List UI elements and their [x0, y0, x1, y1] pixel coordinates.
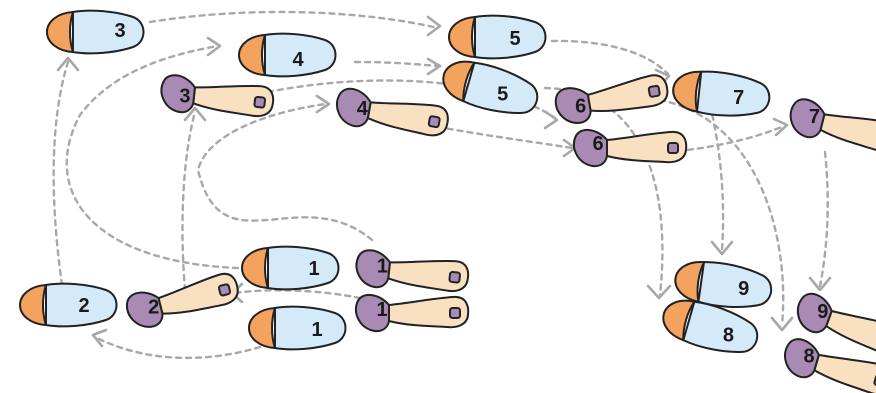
footprints: 1 1 2 3 4 5 5 7 9 8 1 1 2 3 4 6 6 7 9 8 [19, 9, 876, 393]
follower-step-6b: 6 [572, 128, 688, 168]
leader-step-2: 2 [19, 282, 118, 328]
follower-step-6a: 6 [552, 70, 672, 128]
leader-step-8: 8 [656, 292, 764, 362]
step-number: 1 [377, 256, 388, 278]
path-follower-6-to-8 [658, 98, 785, 327]
path-leader-1-to-2 [93, 335, 262, 360]
path-arrowheads [56, 15, 832, 348]
step-number: 4 [357, 98, 369, 120]
arrowhead-leader-8 [646, 284, 672, 300]
step-number: 9 [738, 278, 749, 300]
step-number: 1 [311, 319, 322, 341]
leader-step-5b: 5 [436, 53, 544, 123]
step-number: 2 [148, 297, 159, 319]
arrowhead-follower-7 [772, 117, 789, 137]
path-follower-2-to-3 [181, 110, 197, 292]
arrowhead-follower-4 [315, 94, 331, 114]
leader-step-5a: 5 [448, 14, 547, 60]
step-number: 5 [509, 28, 520, 50]
step-number: 8 [804, 345, 815, 367]
step-number: 7 [733, 87, 744, 109]
step-number: 1 [376, 299, 387, 321]
leader-step-3: 3 [46, 9, 145, 55]
follower-step-4: 4 [332, 85, 452, 143]
step-number: 3 [179, 85, 190, 107]
arrowhead-leader-9 [710, 240, 734, 256]
leader-step-4: 4 [238, 32, 337, 78]
arrowhead-follower-8 [770, 316, 794, 332]
arrowhead-leader-4 [206, 36, 222, 57]
movement-paths [52, 10, 829, 360]
arrowhead-leader-5a [426, 15, 442, 37]
leader-step-9: 9 [671, 256, 776, 314]
arrowhead-leader-3 [56, 56, 80, 72]
follower-step-2: 2 [123, 268, 243, 333]
path-leader-5-to-7 [550, 39, 670, 76]
step-number: 7 [809, 106, 820, 128]
path-leader-2-to-3 [52, 60, 70, 287]
step-number: 6 [592, 133, 603, 155]
follower-step-3: 3 [158, 72, 276, 123]
path-follower-7-to-9 [818, 150, 829, 288]
step-number: 4 [292, 49, 304, 71]
path-follower-1-to-4 [196, 102, 374, 242]
arrowhead-follower-3 [183, 106, 207, 122]
path-follower-4-to-6 [426, 123, 574, 150]
arrowhead-leader-2 [91, 328, 108, 348]
step-number: 5 [497, 84, 508, 106]
step-number: 6 [575, 95, 586, 117]
path-leader-7-to-9 [708, 103, 725, 252]
path-leader-4-to-5 [353, 60, 440, 68]
path-follower-1-to-2 [233, 289, 362, 300]
step-number: 3 [114, 20, 125, 42]
arrowhead-follower-9 [808, 276, 832, 292]
follower-step-1b: 1 [354, 293, 470, 333]
path-leader-3-to-5 [148, 10, 440, 30]
leader-step-7: 7 [670, 66, 773, 122]
step-number: 9 [817, 301, 828, 323]
follower-step-7: 7 [785, 95, 876, 160]
step-number: 1 [308, 258, 319, 280]
leader-step-1a: 1 [241, 245, 340, 291]
leader-step-1b: 1 [248, 305, 347, 351]
path-leader-5-to-8 [543, 86, 664, 297]
follower-step-1a: 1 [353, 247, 471, 298]
step-number: 8 [723, 324, 734, 346]
path-leader-1-to-4 [65, 44, 240, 270]
follower-step-9: 9 [790, 289, 876, 364]
arrowhead-leader-5b [426, 57, 442, 76]
follower-step-8: 8 [778, 335, 876, 393]
arrowhead-follower-6a [543, 110, 559, 130]
step-number: 2 [78, 295, 89, 317]
